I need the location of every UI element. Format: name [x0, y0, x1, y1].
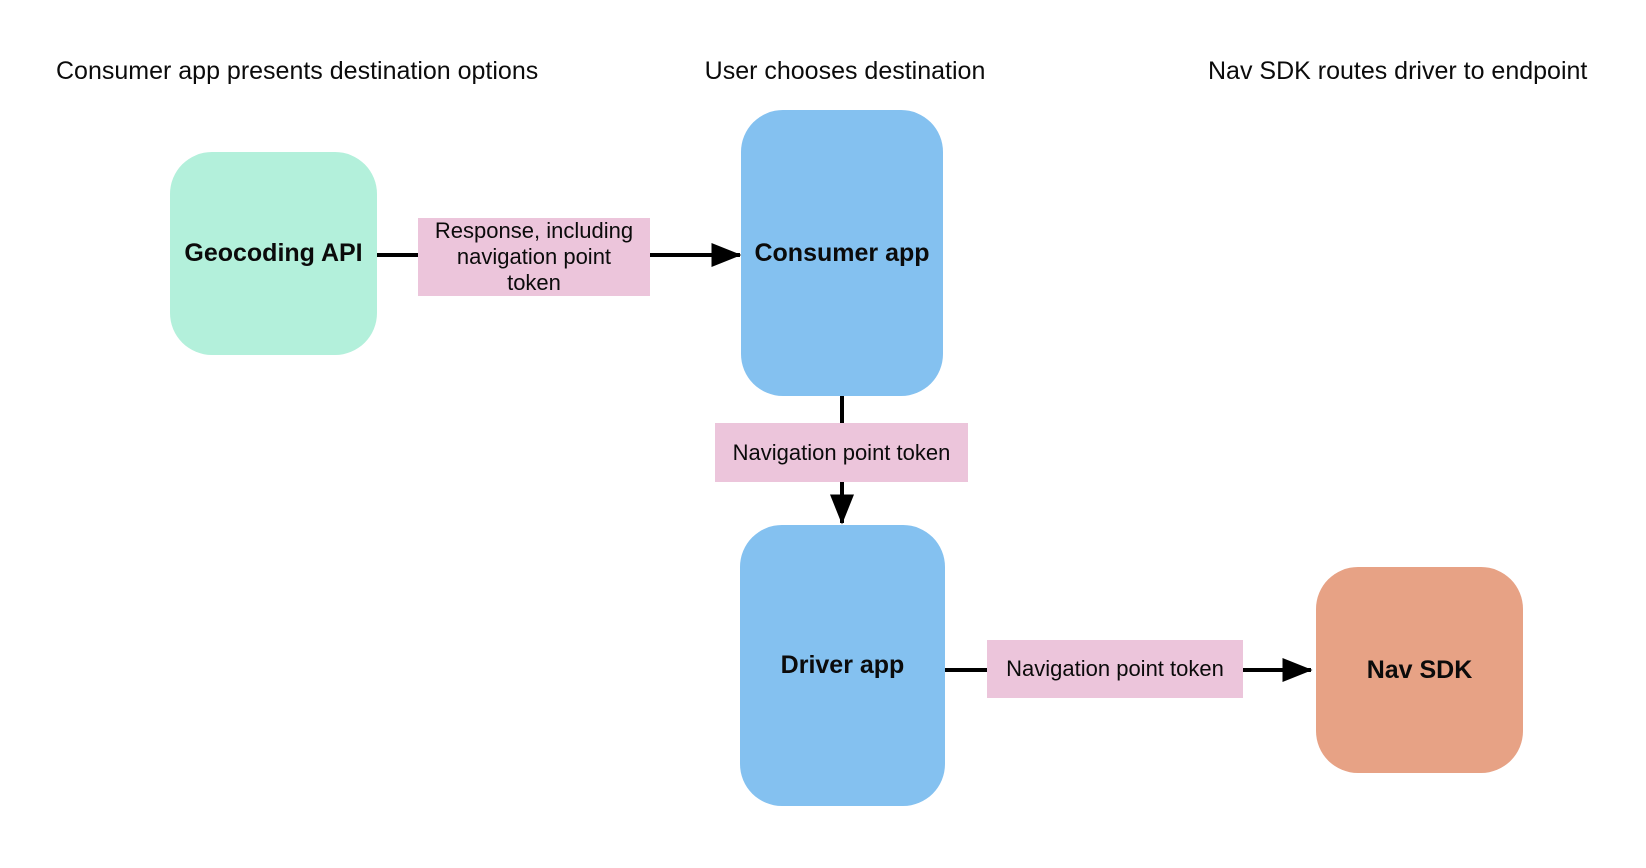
column-header-user-chooses: User chooses destination [704, 57, 986, 85]
edge-label-response-navigation-point-token: Response, including navigation point tok… [418, 218, 650, 296]
node-geocoding-api: Geocoding API [170, 152, 377, 355]
column-header-navsdk-routes: Nav SDK routes driver to endpoint [1208, 57, 1588, 85]
edge-label-navigation-point-token-driver-to-navsdk: Navigation point token [987, 640, 1243, 698]
node-driver-app: Driver app [740, 525, 945, 806]
column-header-consumer-presents: Consumer app presents destination option… [56, 57, 539, 85]
node-consumer-app: Consumer app [741, 110, 943, 396]
node-nav-sdk: Nav SDK [1316, 567, 1523, 773]
edge-label-navigation-point-token-consumer-to-driver: Navigation point token [715, 423, 968, 482]
